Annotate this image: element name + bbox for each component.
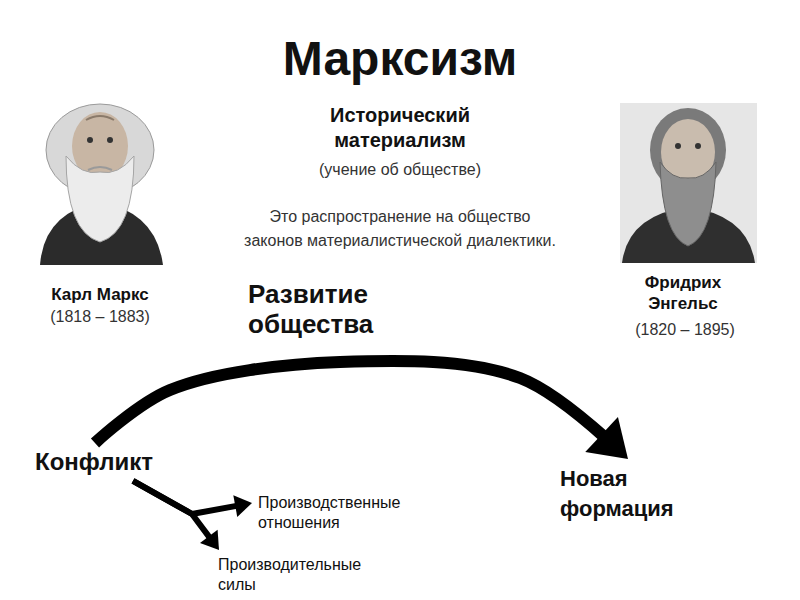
- life-dates-box: (1818 – 1883): [10, 307, 190, 327]
- definition-text: Это распространение на общество законов …: [240, 205, 560, 253]
- subheading-box: (учение об обществе): [250, 160, 550, 180]
- person-name: Карл Маркс: [10, 284, 190, 305]
- life-dates: (1818 – 1883): [10, 307, 190, 327]
- term-node: Производственные отношения: [256, 491, 426, 535]
- arrowhead: [585, 417, 628, 459]
- arrowhead: [233, 495, 252, 517]
- person-name: Фридрих Энгельс: [620, 272, 746, 315]
- title-box: Марксизм: [0, 30, 800, 88]
- section-heading-box: Исторический материализм: [290, 103, 510, 153]
- edge-label-box: Развитие общества: [246, 280, 446, 340]
- arrowhead: [200, 530, 219, 550]
- definition-text-box: Это распространение на общество законов …: [240, 205, 560, 253]
- person-name-box: Карл Маркс: [10, 284, 190, 305]
- term-node: Новая формация: [558, 462, 723, 525]
- concept-term: Конфликт: [35, 448, 153, 477]
- engels-portrait: [620, 103, 757, 263]
- life-dates-box: (1820 – 1895): [605, 320, 765, 340]
- marx-portrait: [40, 104, 163, 265]
- life-dates: (1820 – 1895): [605, 320, 765, 340]
- term-node: Конфликт: [33, 446, 155, 479]
- connector-line: [95, 361, 628, 459]
- concept-term: Производственные отношения: [258, 493, 424, 533]
- connector-line: [133, 481, 219, 550]
- concept-term: Производительные силы: [218, 555, 384, 595]
- section-heading: Исторический материализм: [290, 103, 510, 153]
- concept-term: Новая формация: [560, 464, 721, 523]
- person-name-box: Фридрих Энгельс: [620, 272, 746, 315]
- term-node: Производительные силы: [216, 553, 386, 597]
- connector-arrow: [95, 361, 628, 459]
- connector-arrow: [133, 481, 219, 550]
- subheading: (учение об обществе): [250, 160, 550, 180]
- edge-label: Развитие общества: [246, 280, 446, 340]
- title: Марксизм: [0, 30, 800, 88]
